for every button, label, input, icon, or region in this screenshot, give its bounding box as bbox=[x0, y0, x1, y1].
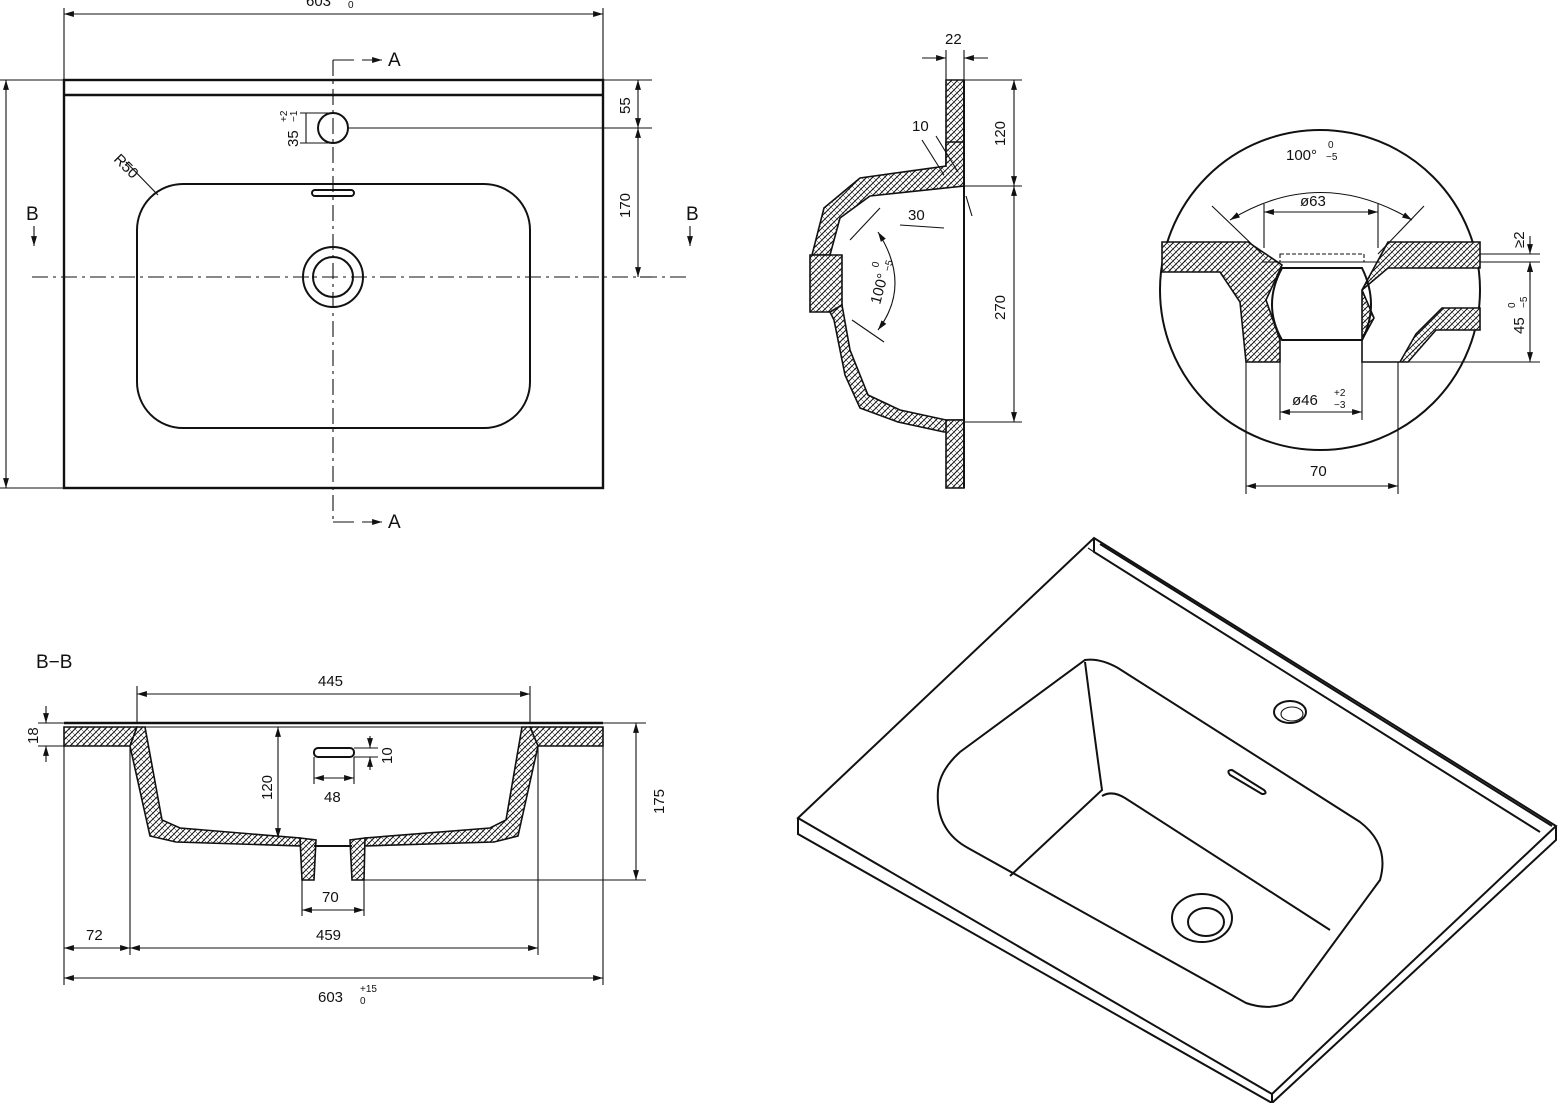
dim-55: 55 bbox=[617, 97, 634, 114]
dim-45-tol-upper: 0 bbox=[1507, 302, 1518, 308]
dim-120: 120 bbox=[992, 121, 1009, 146]
dim-10-b: 10 bbox=[379, 747, 396, 764]
dim-70-b: 70 bbox=[322, 889, 339, 906]
section-b-view: B−B 445 18 120 10 bbox=[25, 652, 668, 1007]
section-mark-b-right: B bbox=[686, 204, 699, 225]
dim-ge2: ≥2 bbox=[1511, 231, 1528, 248]
dim-overall-width-tol: 0 bbox=[348, 0, 354, 11]
dim-170: 170 bbox=[617, 193, 634, 218]
dim-tap-hole-tol-lower: −1 bbox=[289, 110, 300, 122]
dia-63: ø63 bbox=[1300, 193, 1326, 210]
dim-175: 175 bbox=[651, 789, 668, 814]
dim-tap-hole: 35 bbox=[285, 130, 302, 147]
dim-overall-width: 603 bbox=[306, 0, 331, 10]
iso-bowl-rim bbox=[936, 658, 1384, 1008]
dim-18-b: 18 bbox=[25, 727, 42, 744]
iso-tap-hole bbox=[1273, 700, 1307, 724]
angle-detail-tol-lower: −5 bbox=[1326, 152, 1338, 163]
dim-270: 270 bbox=[992, 295, 1009, 320]
iso-drain-outer bbox=[1171, 893, 1233, 943]
dim-120-b: 120 bbox=[259, 775, 276, 800]
iso-overflow bbox=[1227, 768, 1267, 796]
angle-a-tol-lower: −5 bbox=[882, 258, 896, 272]
dim-459: 459 bbox=[316, 927, 341, 944]
dim-445: 445 bbox=[318, 673, 343, 690]
dim-10: 10 bbox=[912, 118, 929, 135]
dim-45-tol-lower: −5 bbox=[1519, 296, 1530, 308]
dim-48: 48 bbox=[324, 789, 341, 806]
dim-70-detail: 70 bbox=[1310, 463, 1327, 480]
drain-detail-view: 100° 0 −5 ø63 ≥2 45 0 −5 ø46 +2 −3 70 bbox=[1159, 129, 1540, 494]
dia-46: ø46 bbox=[1292, 392, 1318, 409]
section-a-view: 22 120 270 10 30 100° 0 −5 bbox=[809, 31, 1022, 489]
dim-45: 45 bbox=[1511, 317, 1528, 334]
dim-603-b: 603 bbox=[318, 989, 343, 1006]
section-b-title: B−B bbox=[36, 652, 72, 673]
angle-a-tol-upper: 0 bbox=[870, 260, 882, 269]
isometric-view bbox=[796, 536, 1558, 1103]
dim-603-tol-upper: +15 bbox=[360, 984, 377, 995]
angle-detail: 100° bbox=[1286, 147, 1317, 164]
dim-72: 72 bbox=[86, 927, 103, 944]
section-mark-a-bottom: A bbox=[388, 512, 401, 533]
dim-22: 22 bbox=[945, 31, 962, 48]
dim-30: 30 bbox=[908, 207, 925, 224]
detail-circle bbox=[1159, 129, 1481, 451]
top-view: A A B B 603 0 R50 35 +2 −1 55 bbox=[0, 0, 699, 533]
angle-a: 100° bbox=[867, 272, 891, 306]
radius-label: R50 bbox=[110, 151, 141, 182]
dim-603-tol-lower: 0 bbox=[360, 996, 366, 1007]
dia-46-tol-upper: +2 bbox=[1334, 388, 1346, 399]
section-mark-b-left: B bbox=[26, 204, 39, 225]
dia-46-tol-lower: −3 bbox=[1334, 400, 1346, 411]
dim-tap-hole-tol-upper: +2 bbox=[279, 110, 290, 122]
section-mark-a-top: A bbox=[388, 50, 401, 71]
angle-detail-tol-upper: 0 bbox=[1328, 140, 1334, 151]
iso-slab-top bbox=[796, 536, 1558, 1096]
